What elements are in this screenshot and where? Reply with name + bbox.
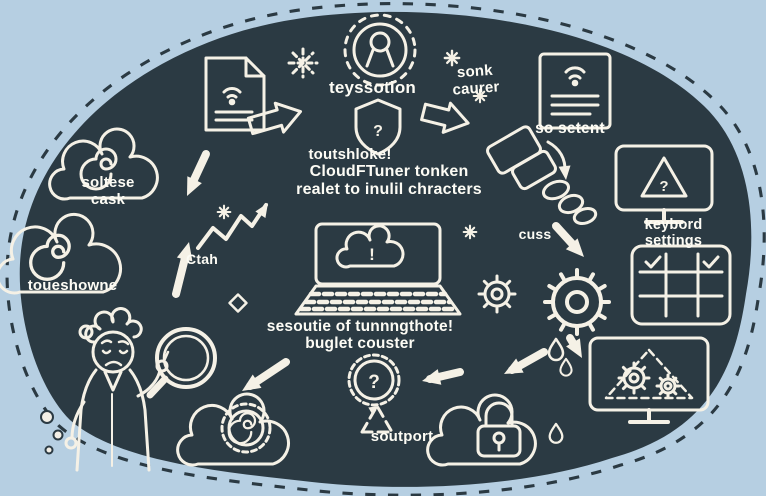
badge-cloud-icon [176,392,290,467]
cloud-top-caption: soltese cask [58,174,158,209]
sparkle-icon [462,224,478,240]
cloud-top-line2: cask [90,190,126,208]
laptop-warning-icon: ! [294,222,462,316]
monitor-question-glyph: ? [659,178,668,195]
curved-arrow-icon [546,140,571,180]
monitor-warning-icon: ? [614,144,714,224]
zigzag-chart-icon [196,203,268,250]
document-caption: so setent [535,120,605,137]
monitor-caption-line1: keybord [644,217,703,233]
monitor-caption: keybord settings [626,217,721,249]
note-caption: sonk caurer [427,61,524,101]
diamond-icon [228,293,248,313]
magnifier-icon [146,327,217,399]
document-wifi-icon [204,56,266,132]
background-blob [19,11,752,487]
badge-caption: teyssotion [328,78,417,97]
laptop-caption-line2: buglet couster [305,335,415,353]
sparkle-icon [216,204,232,220]
dashed-star-icon [287,47,319,79]
laptop-caption-line1: sesoutie of tunnngthote! [266,318,454,335]
sparkle-icon [443,49,461,67]
arrow-icon [187,150,210,196]
monitor-caption-line2: settings [644,233,703,250]
arrow-icon [172,242,193,298]
arrow-icon [552,222,584,257]
cloud-spiral-icon [0,212,122,295]
bottom-caption: soutport [370,428,434,445]
arrow-icon [422,368,464,385]
padlock-cloud-icon [426,393,537,467]
question-rosette-icon: ? [347,353,401,407]
arrow-icon [566,334,582,358]
chart-caption: Ctah [186,251,218,267]
arrow-icon [420,101,470,134]
laptop-caption: sesoutie of tunnngthote! buglet couster [222,318,498,353]
document-lines-icon [538,52,612,130]
arrow-icon [246,101,303,136]
droplet-icon [547,337,573,444]
gear-icon [477,274,517,314]
person-icon [64,306,170,472]
shield-caption: toutshloke! [308,146,392,163]
cards-coins-icon [486,125,598,225]
headline-line2: realet to inulil chracters [296,180,482,198]
gear-caption: cuss [518,226,552,242]
recycle-icon [360,404,394,434]
thought-dots-icon [40,410,64,455]
big-gear-icon [543,268,611,336]
rosette-question-glyph: ? [368,372,380,393]
cloud-spiral-icon [48,127,159,201]
headline-caption: CloudFTuner tonken realet to inulil chra… [258,163,520,199]
cloud-bottom-caption: toueshowne [27,277,118,294]
headline-line1: CloudFTuner tonken [309,163,469,180]
arrow-icon [242,358,290,391]
shield-question-glyph: ? [373,123,383,140]
shield-question-icon: ? [354,98,402,156]
arrow-icon [504,348,548,374]
laptop-exclamation-glyph: ! [369,245,375,264]
award-badge-icon [343,13,417,87]
cloud-top-line1: soltese [81,174,135,191]
monitor-gears-icon [588,336,710,424]
calculator-icon [630,244,732,326]
sparkle-icon [472,88,488,104]
